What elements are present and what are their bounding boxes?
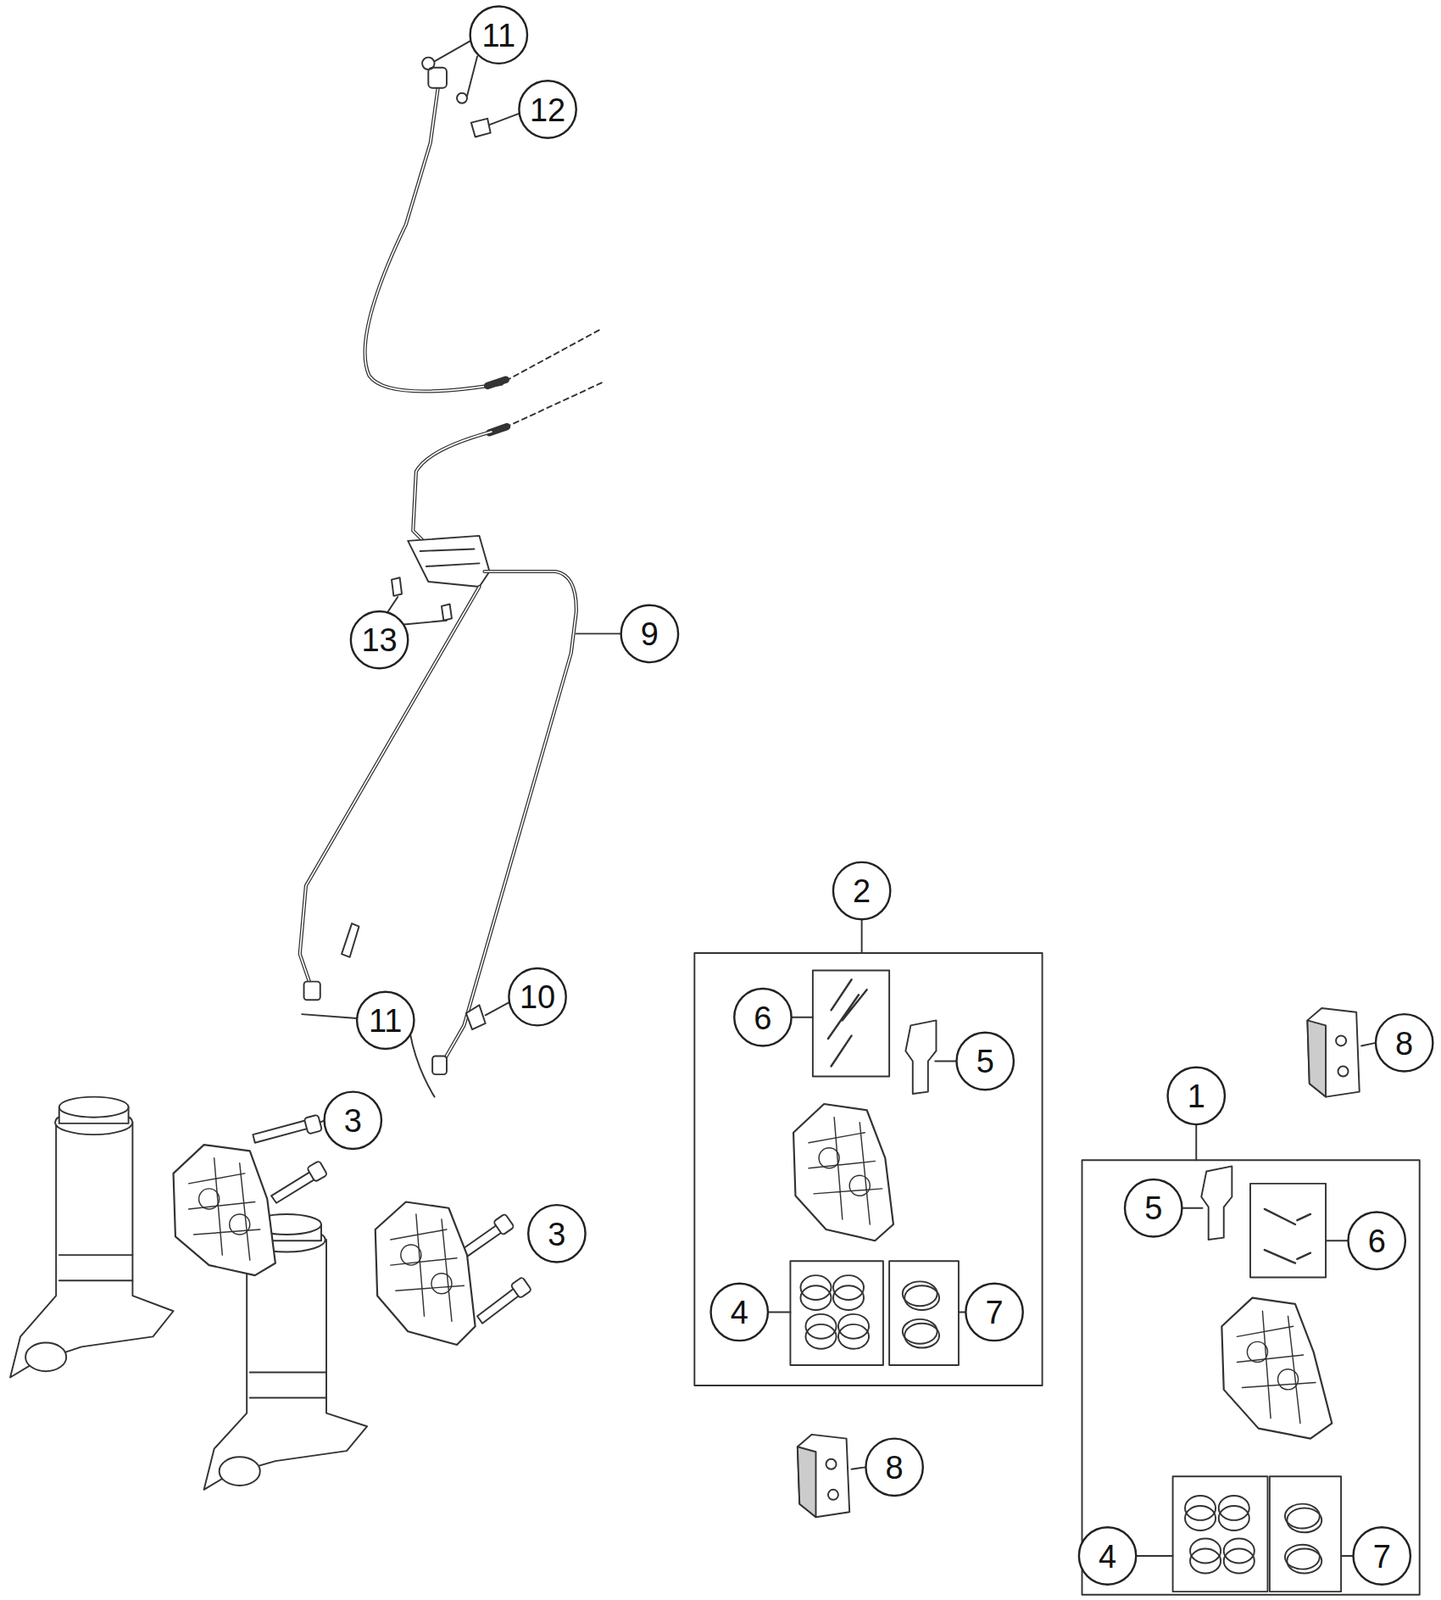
callout-number: 11	[368, 1004, 402, 1037]
callout-number: 1	[1187, 1079, 1206, 1113]
callout-number: 7	[984, 1296, 1003, 1329]
callout-number: 6	[753, 1001, 772, 1035]
callout-number: 11	[482, 19, 516, 52]
callout-number: 4	[1098, 1540, 1117, 1573]
callout-number: 3	[547, 1218, 566, 1251]
callout-number: 9	[640, 617, 659, 651]
callout-number: 3	[344, 1104, 362, 1137]
callout-number: 8	[1395, 1027, 1414, 1060]
callout-number: 2	[852, 874, 871, 907]
callout-number: 10	[519, 980, 556, 1013]
callout-number: 12	[529, 94, 566, 127]
callout-number: 5	[1144, 1191, 1163, 1225]
callout-number: 7	[1373, 1540, 1391, 1573]
callout-number: 4	[730, 1296, 749, 1329]
callout-number: 8	[885, 1451, 904, 1484]
callout-number: 13	[361, 623, 397, 657]
callout-number: 5	[976, 1045, 995, 1078]
callout-number: 6	[1368, 1224, 1386, 1258]
